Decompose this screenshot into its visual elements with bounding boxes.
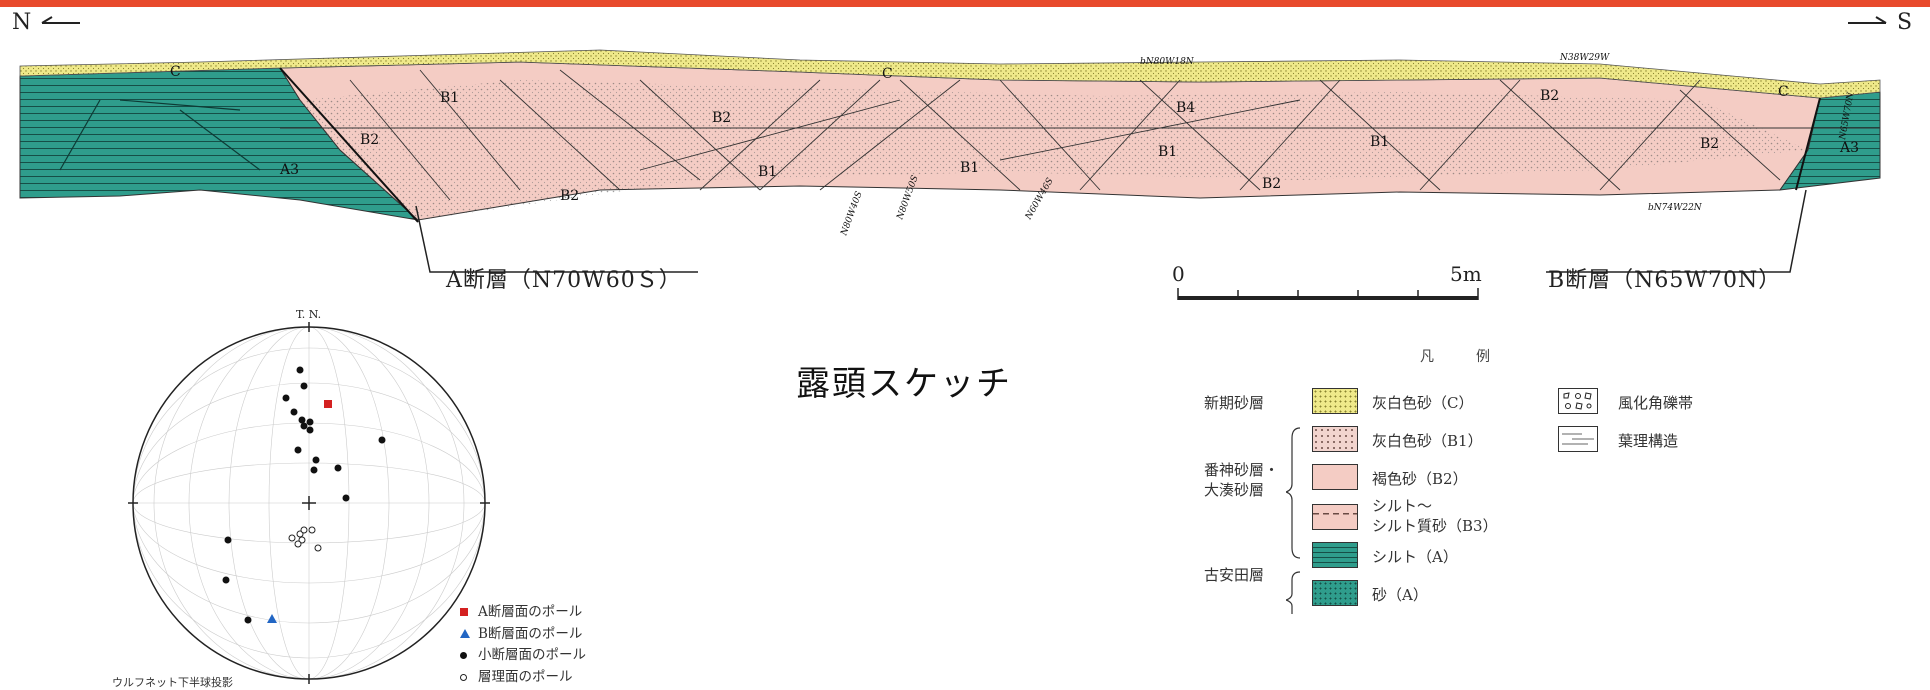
unit-label: B2: [712, 110, 731, 126]
outcrop-cross-section: C C C B1 B2 B2 B1 B1 B1 B4 B2 B2 B2 B2 A…: [19, 49, 1881, 238]
legend-label-sand-A: 砂（A）: [1372, 586, 1428, 604]
fault-B-label: B断層（N65W70N）: [1548, 268, 1782, 293]
south-arrow-icon: [1848, 16, 1887, 24]
legend-swatch-silt-B3: [1312, 504, 1358, 530]
strike-annotation: N80W40S: [839, 190, 865, 238]
unit-label: C: [1778, 84, 1789, 100]
south-label: S: [1897, 10, 1913, 35]
unit-label: B1: [758, 164, 777, 180]
fault-line-B: [1795, 97, 1821, 191]
sand-C-top: [19, 49, 1881, 99]
unit-label: B1: [440, 90, 459, 106]
stereonet-north-label: T. N.: [296, 308, 322, 321]
legend-swatch-breccia: [1558, 388, 1598, 414]
fracture-lines: [349, 69, 1781, 201]
unit-label: B1: [1158, 144, 1177, 160]
unit-label: C: [170, 64, 181, 80]
sand-B1-dotted: [300, 80, 1808, 220]
scale-zero: 0: [1172, 262, 1185, 286]
legend-swatch-brown-B2: [1312, 464, 1358, 490]
unit-label: B2: [1700, 136, 1719, 152]
silt-fractures: [59, 99, 261, 171]
legend-group-koyasuda: 古安田層: [1204, 566, 1265, 584]
unit-label: C: [882, 66, 893, 82]
north-label: N: [12, 10, 32, 35]
legend-label-sand-C: 灰白色砂（C）: [1372, 394, 1474, 412]
legend-swatch-sand-B1: [1312, 426, 1358, 452]
south-indicator: S: [1846, 10, 1912, 35]
stereonet-legend-item: A断層面のポール: [460, 602, 586, 624]
legend-label-lamination: 葉理構造: [1618, 432, 1679, 450]
fault-line-A: [279, 67, 419, 223]
open-circle-icon: [460, 673, 467, 681]
fault-A-callout: [415, 205, 698, 273]
legend-braces: [1286, 427, 1301, 614]
legend-label-silt-B3: シルト〜 シルト質砂（B3）: [1372, 497, 1498, 535]
legend-swatch-sand-C: [1312, 388, 1358, 414]
bedding-poles: [288, 526, 322, 552]
legend-label-silt-A: シルト（A）: [1372, 548, 1458, 566]
black-dot-icon: [460, 652, 467, 659]
small-fault-poles: [222, 366, 386, 624]
strike-annotation: bN74W22N: [1648, 203, 1703, 213]
scale-bar: [1177, 288, 1479, 300]
top-accent-bar: [0, 0, 1930, 7]
fault-B-callout: [1546, 189, 1807, 273]
scale-end: 5m: [1450, 262, 1482, 286]
north-arrow-icon: [41, 16, 81, 24]
unit-label: B2: [1540, 88, 1559, 104]
unit-label: B2: [360, 132, 379, 148]
stereonet-legend: A断層面のポール B断層面のポール 小断層面のポール 層理面のポール: [460, 602, 586, 688]
north-indicator: N: [12, 10, 82, 35]
legend-group-banjin: 番神砂層・ 大湊砂層: [1204, 460, 1279, 500]
stereonet-legend-item: 層理面のポール: [460, 667, 586, 689]
legend-heading: 凡 例: [1420, 349, 1504, 365]
legend-group-new: 新期砂層: [1204, 394, 1265, 412]
blue-triangle-icon: [460, 628, 470, 638]
unit-label: A3: [279, 162, 299, 178]
legend-label-breccia: 風化角礫帯: [1618, 394, 1694, 412]
page-title: 露頭スケッチ: [796, 364, 1012, 404]
unit-label: A3: [1839, 140, 1859, 156]
legend-label-sand-B1: 灰白色砂（B1）: [1372, 432, 1483, 450]
legend-group-banjin-text: 番神砂層・ 大湊砂層: [1204, 461, 1280, 499]
stereonet-projection-label: ウルフネット下半球投影: [112, 676, 233, 689]
legend-swatch-sand-A: [1312, 580, 1358, 606]
A-fault-pole: [324, 400, 332, 408]
unit-label: B2: [1262, 176, 1281, 192]
B-fault-pole: [267, 614, 277, 623]
unit-label: B1: [1370, 134, 1389, 150]
strike-annotation: N38W29W: [1559, 53, 1610, 63]
legend-swatch-silt-A: [1312, 542, 1358, 568]
stereonet-legend-item: B断層面のポール: [460, 624, 586, 646]
stereonet: [128, 322, 490, 684]
legend-swatch-lamination: [1558, 426, 1598, 452]
legend-label-brown-B2: 褐色砂（B2）: [1372, 470, 1468, 488]
unit-label: B1: [960, 160, 979, 176]
unit-label: B4: [1176, 100, 1195, 116]
red-square-icon: [460, 608, 468, 616]
stereonet-legend-item: 小断層面のポール: [460, 645, 586, 667]
strike-annotation: bN80W18N: [1140, 57, 1195, 67]
unit-label: B2: [560, 188, 579, 204]
fault-A-label: A断層（N70W60Ｓ）: [446, 268, 682, 293]
